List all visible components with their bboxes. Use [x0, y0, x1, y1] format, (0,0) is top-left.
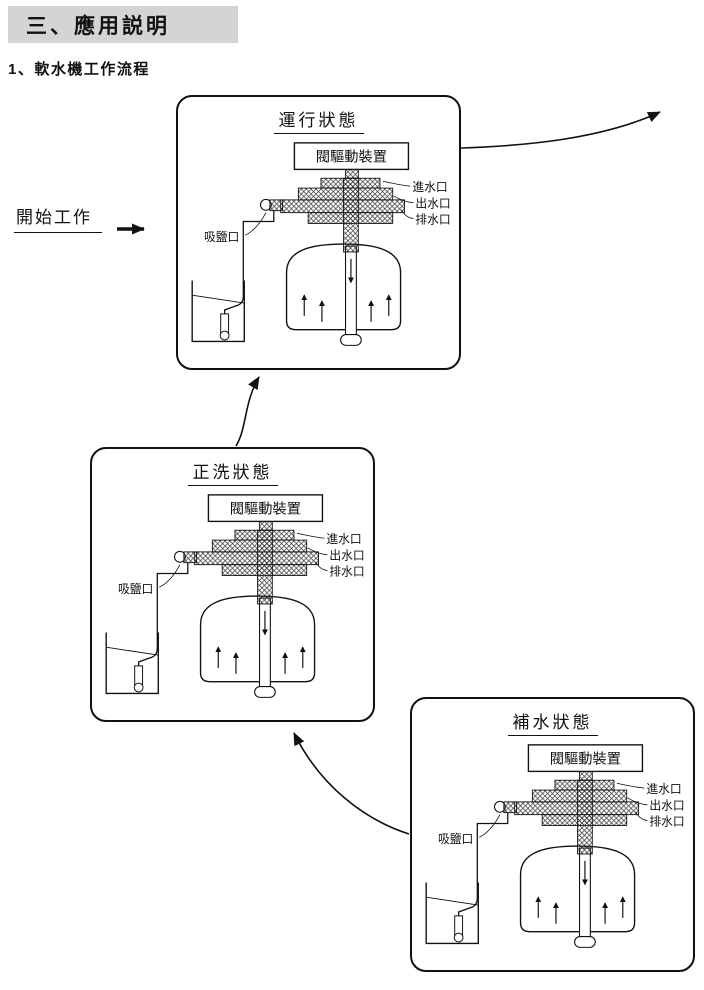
section-header: 三、應用説明: [8, 6, 238, 43]
softener-diagram-refill: [412, 737, 693, 968]
arrow-refill-to-forward-wash: [293, 732, 410, 835]
subtitle: 1、軟水機工作流程: [8, 61, 150, 78]
start-work-label: 開始工作: [14, 203, 102, 233]
section-title: 三、應用説明: [26, 14, 170, 38]
panel-refill-state: 補水狀態: [410, 697, 695, 972]
softener-diagram-forward-wash: [92, 487, 373, 718]
softener-diagram-running: [178, 135, 459, 366]
panel-title-running: 運行狀態: [273, 106, 364, 134]
panel-running-state: 運行狀態: [176, 95, 461, 370]
panel-forward-wash-state: 正洗狀態: [90, 447, 375, 722]
panel-title-refill: 補水狀態: [507, 708, 598, 736]
panel-title-forward-wash: 正洗狀態: [187, 458, 278, 486]
arrow-forward-wash-to-running: [235, 376, 260, 447]
arrow-running-to-next: [460, 111, 661, 149]
